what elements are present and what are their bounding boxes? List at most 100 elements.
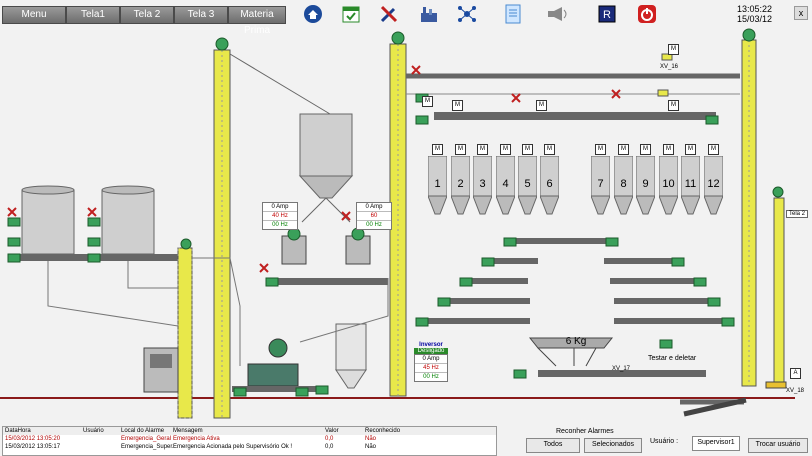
home-icon[interactable] — [302, 3, 324, 25]
tela2-tag[interactable]: Tela 2 — [786, 210, 809, 218]
bin-3[interactable] — [472, 155, 493, 218]
alarm-cell: Emergencia_Geral — [121, 436, 172, 442]
clock-date: 15/03/12 — [736, 14, 772, 24]
bin-1[interactable] — [427, 155, 448, 218]
motor-box: M — [422, 96, 433, 107]
menu-button[interactable]: Menu — [2, 6, 66, 24]
calendar-icon[interactable] — [340, 3, 362, 25]
bin-number: 7 — [597, 178, 604, 190]
bin-number: 12 — [707, 178, 720, 190]
bin-feed-conveyor — [434, 112, 716, 120]
user-field[interactable]: Supervisor1 — [692, 436, 740, 451]
bin-number: 5 — [524, 178, 531, 190]
bin-number: 9 — [642, 178, 649, 190]
scale-value: 6 Kg — [565, 336, 587, 347]
bin-number: 6 — [546, 178, 553, 190]
recognize-all-button[interactable]: Todos — [526, 438, 580, 453]
horn-icon[interactable] — [546, 3, 568, 25]
alarm-cell: Emergencia Acionada pelo Supervisório Ok… — [173, 444, 293, 450]
drive-left-hz2: 00 Hz — [272, 222, 288, 228]
alarm-panel: DataHora Usuário Local do Alarme Mensage… — [2, 426, 497, 456]
motor-box: M — [640, 144, 651, 155]
switch-user-button[interactable]: Trocar usuário — [748, 438, 808, 453]
motor-box: M — [668, 44, 679, 55]
alarm-cell — [83, 443, 121, 451]
alarm-col-reconhecido[interactable]: Reconhecido — [365, 428, 401, 434]
elevator-5 — [773, 197, 785, 389]
mill-conveyor — [268, 278, 388, 285]
drive-left-hz1: 40 Hz — [263, 212, 297, 221]
inversor-title: Inversor — [419, 342, 443, 348]
motor-box: M — [522, 144, 533, 155]
alarm-row[interactable]: 15/03/2012 13:05:20 Emergencia_Geral Eme… — [3, 435, 496, 443]
motor-box: M — [663, 144, 674, 155]
alarm-col-valor[interactable]: Valor — [325, 428, 339, 434]
bin-10[interactable] — [658, 155, 679, 218]
bin-7[interactable] — [590, 155, 611, 218]
inversor-panel: Inversor Desligado 0 Amp 45 Hz 00 Hz — [414, 342, 448, 382]
mixer-motor — [247, 338, 299, 387]
elevator-1 — [177, 247, 193, 419]
motor-box: M — [708, 144, 719, 155]
svg-text:R: R — [603, 9, 611, 21]
test-delete-label[interactable]: Testar e deletar — [648, 355, 697, 362]
recognize-selected-button[interactable]: Selecionados — [584, 438, 642, 453]
inversor-hz2: 00 Hz — [423, 374, 439, 380]
pellet-silo — [335, 323, 367, 371]
inversor-amp: 0 Amp — [415, 355, 447, 364]
alarm-cell: Não — [365, 436, 377, 442]
alarm-col-datahora[interactable]: DataHora — [5, 428, 31, 434]
drive-left-info: 0 Amp 40 Hz 00 Hz — [262, 202, 298, 230]
factory-icon[interactable] — [418, 3, 440, 25]
valve-xv17-label[interactable]: XV_17 — [612, 366, 631, 372]
process-diagram — [0, 28, 795, 419]
scale-hopper — [528, 337, 614, 367]
clock: 13:05:22 15/03/12 — [737, 4, 772, 24]
hopper-tank — [298, 113, 354, 199]
scale-conveyor — [538, 370, 706, 377]
valve-xv16-label[interactable]: XV_16 — [660, 64, 679, 70]
motor-box: M — [500, 144, 511, 155]
motor-box: M — [544, 144, 555, 155]
alarm-cell: 0,0 — [325, 436, 334, 442]
inversor-hz1: 45 Hz — [415, 364, 447, 373]
bin-number: 3 — [479, 178, 486, 190]
inversor-status[interactable]: Desligado — [414, 348, 448, 354]
tela1-button[interactable]: Tela1 — [66, 6, 120, 24]
materia-prima-button[interactable]: Materia Prima — [228, 6, 286, 36]
bin-number: 11 — [684, 178, 697, 190]
motor-box: M — [536, 100, 547, 111]
drive-left-amp: 0 Amp — [263, 203, 297, 212]
alarm-cell — [83, 435, 121, 443]
bin-4[interactable] — [495, 155, 516, 218]
close-button[interactable]: x — [794, 6, 808, 20]
motor-box: M — [668, 100, 679, 111]
tela2-button[interactable]: Tela 2 — [120, 6, 174, 24]
document-icon[interactable] — [502, 3, 524, 25]
motor-box: M — [432, 144, 443, 155]
mill-left — [281, 235, 307, 265]
bin-12[interactable] — [703, 155, 724, 218]
bin-number: 10 — [662, 178, 675, 190]
alarm-row[interactable]: 15/03/2012 13:05:17 Emergencia_Super... … — [3, 443, 496, 451]
alarm-col-mensagem[interactable]: Mensagem — [173, 428, 203, 434]
tela3-button[interactable]: Tela 3 — [174, 6, 228, 24]
tools-icon[interactable] — [378, 3, 400, 25]
valve-xv18-label[interactable]: XV_18 — [786, 388, 805, 394]
alarm-cell: 15/03/2012 13:05:17 — [5, 444, 61, 450]
motor-box: M — [452, 100, 463, 111]
alarm-cell: Emergencia Ativa — [173, 436, 220, 442]
alarm-col-local[interactable]: Local do Alarme — [121, 428, 165, 434]
report-icon[interactable]: R — [596, 3, 618, 25]
alarm-cell: Não — [365, 444, 377, 450]
motor-box: M — [685, 144, 696, 155]
network-icon[interactable] — [456, 3, 478, 25]
alarm-cell: Emergencia_Super... — [121, 444, 173, 450]
drive-right-info: 0 Amp 60 00 Hz — [356, 202, 392, 230]
power-icon[interactable] — [636, 3, 658, 25]
drive-right-hz1: 60 — [357, 212, 391, 221]
alarm-col-usuario[interactable]: Usuário — [83, 428, 104, 434]
alarm-cell: 15/03/2012 13:05:20 — [5, 436, 61, 442]
bin-number: 8 — [620, 178, 627, 190]
bin-5[interactable] — [517, 155, 538, 218]
